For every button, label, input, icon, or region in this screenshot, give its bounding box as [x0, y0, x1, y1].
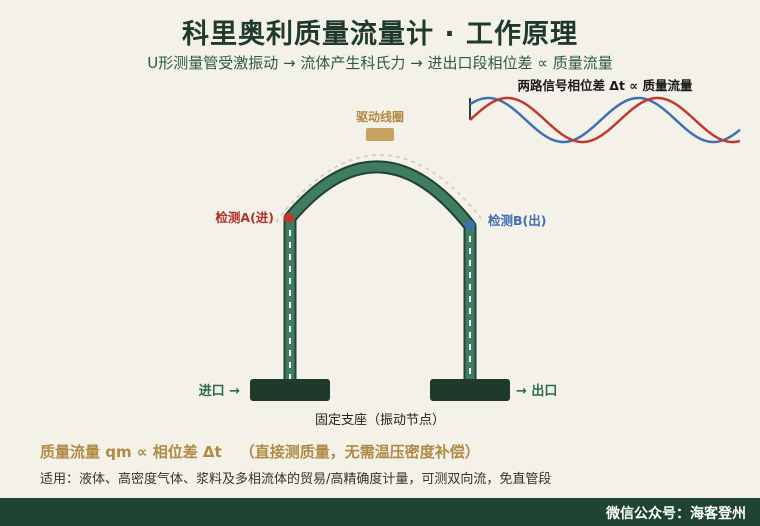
outlet-label: → 出口: [516, 383, 557, 399]
bottom-bar: 微信公众号：海客登州: [0, 498, 760, 526]
sensor-a-dot: [284, 213, 294, 223]
page-subtitle: U形测量管受激振动 → 流体产生科氏力 → 进出口段相位差 ∝ 质量流量: [147, 54, 613, 72]
driver-coil: [366, 128, 394, 141]
support-left: [250, 379, 330, 401]
phase-wave-graph: 两路信号相位差 Δt ∝ 质量流量: [469, 78, 741, 144]
u-tube-body: [285, 162, 475, 380]
sensor-b-dot: [465, 220, 475, 230]
support-label: 固定支座（振动节点）: [315, 413, 445, 428]
sensor-b-label: 检测B(出): [488, 213, 546, 228]
formula-text: 质量流量 qm ∝ 相位差 Δt: [40, 443, 222, 461]
inlet-label: 进口 →: [199, 384, 241, 399]
vibration-path: [275, 154, 485, 223]
page-title: 科里奥利质量流量计 · 工作原理: [181, 19, 579, 50]
support-right: [430, 379, 510, 401]
formula-line: 质量流量 qm ∝ 相位差 Δt （直接测质量，无需温压密度补偿）: [40, 441, 480, 462]
watermark: 微信公众号：海客登州: [606, 506, 746, 522]
driver-coil-label: 驱动线圈: [356, 109, 404, 124]
wave-caption: 两路信号相位差 Δt ∝ 质量流量: [517, 78, 693, 93]
wave-signal-a: [469, 96, 741, 144]
u-tube: [283, 160, 477, 380]
application-text: 适用：液体、高密度气体、浆料及多相流体的贸易/高精确度计量，可测双向流，免直管段: [40, 472, 552, 487]
formula-note: （直接测质量，无需温压密度补偿）: [239, 443, 480, 461]
wave-signal-b: [469, 96, 741, 144]
sensor-a-label: 检测A(进): [215, 210, 274, 225]
